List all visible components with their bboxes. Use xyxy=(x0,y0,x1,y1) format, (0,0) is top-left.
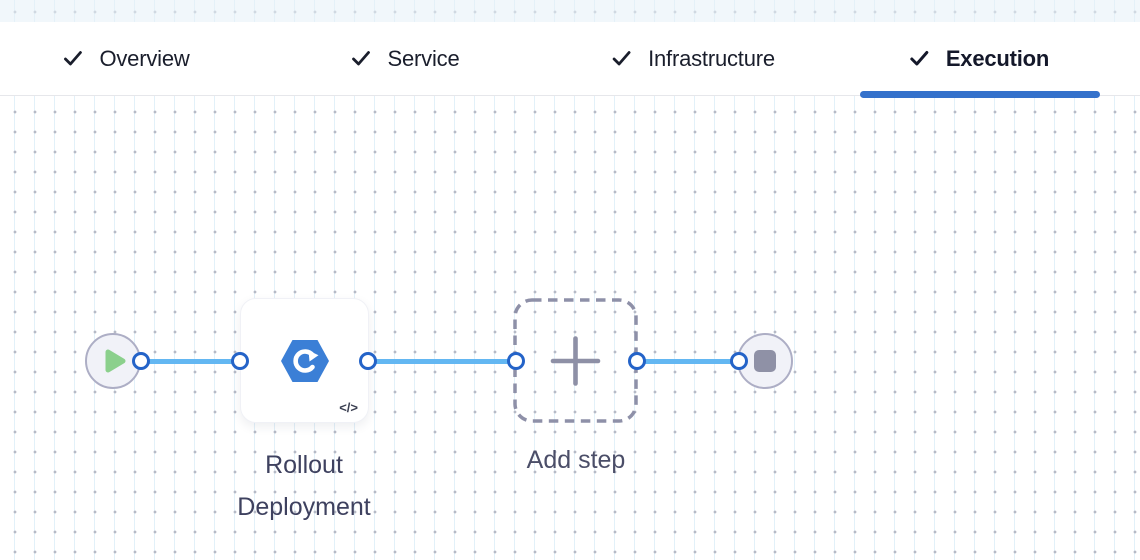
tab-label: Execution xyxy=(945,45,1050,71)
check-icon xyxy=(910,51,929,66)
rolling-deployment-icon xyxy=(281,340,329,382)
step-card-rollout-deployment[interactable]: </> xyxy=(240,298,369,423)
tab-overview[interactable]: Overview xyxy=(62,45,190,72)
stop-icon xyxy=(754,350,776,372)
connector-port[interactable] xyxy=(359,352,377,370)
connector-line xyxy=(637,358,739,364)
check-icon xyxy=(612,51,631,66)
add-step-button[interactable] xyxy=(513,298,638,423)
tab-infrastructure[interactable]: Infrastructure xyxy=(611,46,775,72)
tab-label: Overview xyxy=(99,45,190,71)
connector-port[interactable] xyxy=(507,352,525,370)
step-label: Rollout Deployment xyxy=(237,451,371,521)
active-tab-indicator xyxy=(860,91,1100,98)
tab-label: Infrastructure xyxy=(648,45,775,71)
add-step-label: Add step xyxy=(526,446,626,474)
tab-service[interactable]: Service xyxy=(351,46,460,72)
connector-port[interactable] xyxy=(231,352,249,370)
connector-port[interactable] xyxy=(628,352,646,370)
tab-label: Service xyxy=(387,45,460,71)
check-icon xyxy=(64,51,82,66)
plus-icon xyxy=(550,336,601,386)
connector-port[interactable] xyxy=(132,352,150,370)
code-icon[interactable]: </> xyxy=(339,400,358,415)
check-icon xyxy=(352,51,370,66)
connector-port[interactable] xyxy=(730,352,748,370)
stage-config-tabbar: Overview Service Infrastructure Executio… xyxy=(0,22,1140,98)
connector-line xyxy=(368,358,516,364)
canvas-top-strip xyxy=(0,0,1140,22)
pipeline-start-node[interactable] xyxy=(85,333,141,389)
tab-execution[interactable]: Execution xyxy=(909,46,1049,72)
connector-line xyxy=(141,358,240,364)
play-icon xyxy=(105,349,125,373)
